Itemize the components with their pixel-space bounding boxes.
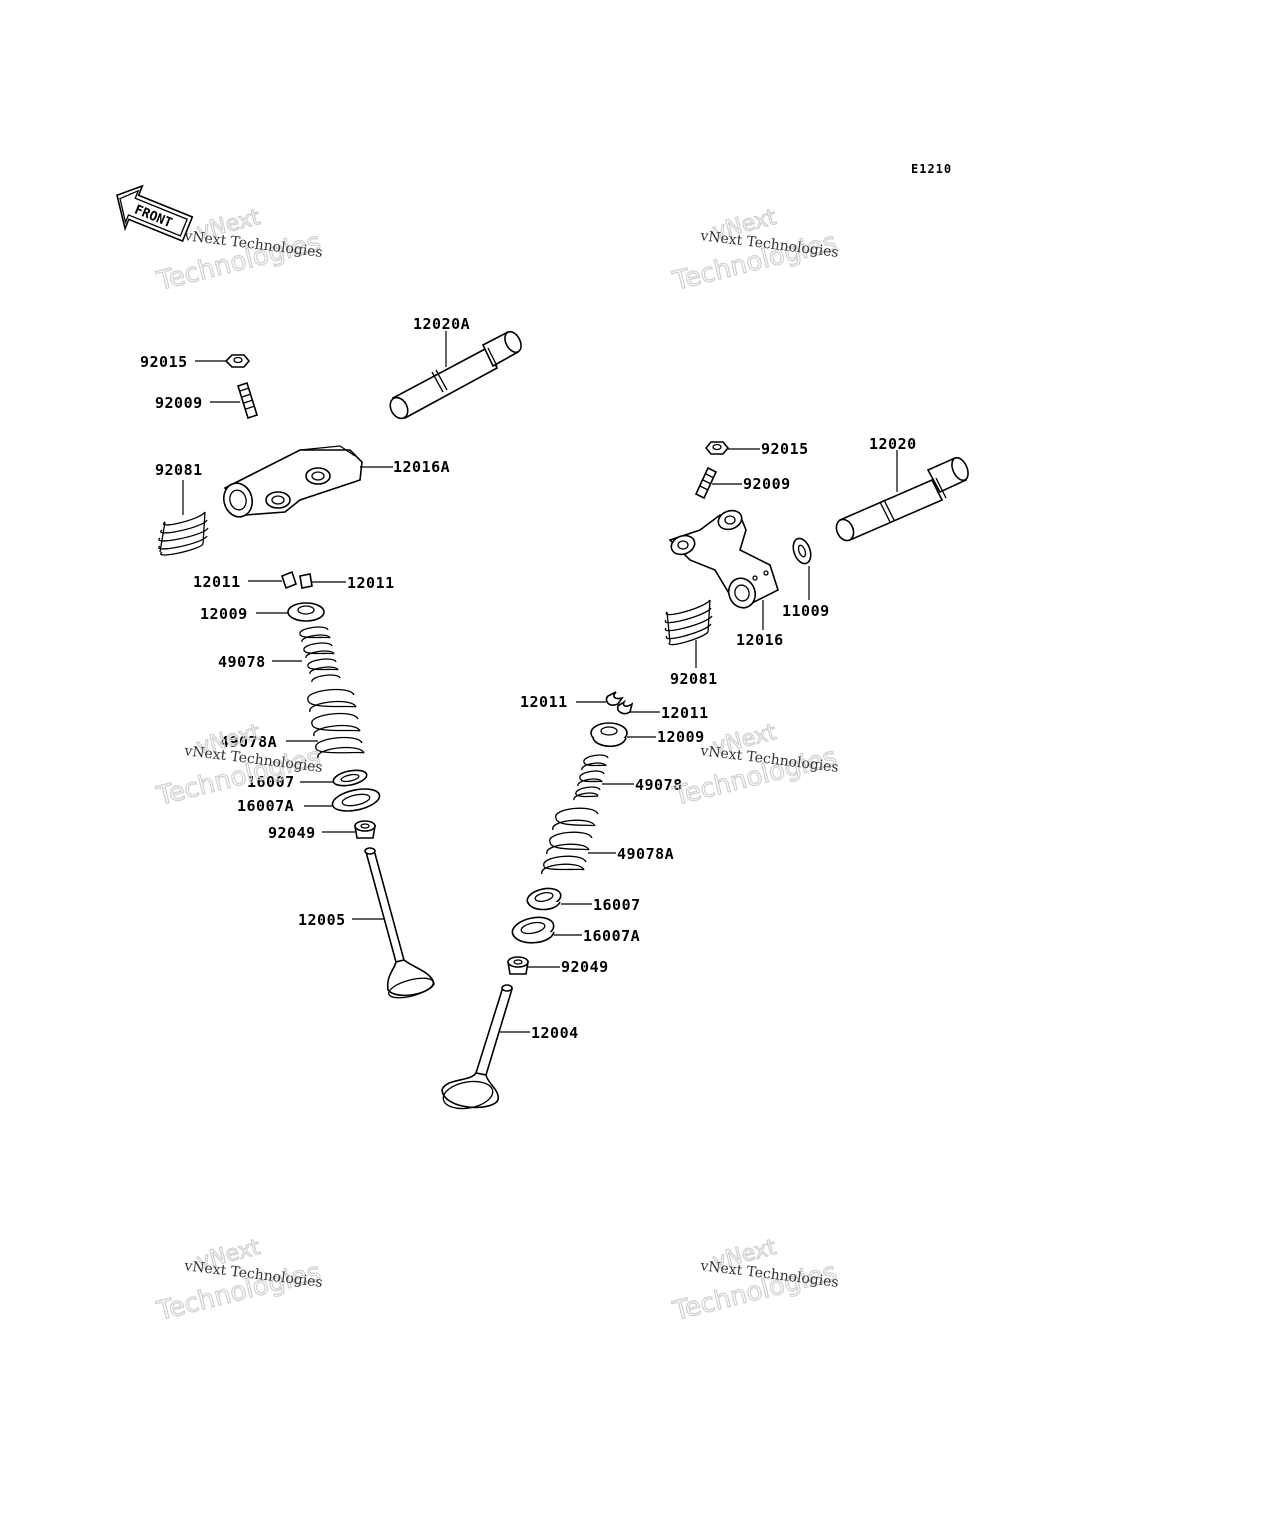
part-16007-spring-seat-left <box>332 769 368 787</box>
part-92049-oil-seal-right <box>507 956 529 975</box>
front-arrow-icon: FRONT <box>116 184 194 243</box>
part-12009-retainer-right <box>590 722 628 748</box>
label-92009-right: 92009 <box>743 475 791 493</box>
label-12020A: 12020A <box>413 315 470 333</box>
part-12016A-rocker-arm <box>222 445 363 518</box>
label-12004: 12004 <box>531 1024 579 1042</box>
part-12004-intake-valve <box>441 984 514 1110</box>
part-92009-adjusting-screw-left <box>237 381 258 420</box>
label-49078A-right: 49078A <box>617 845 674 863</box>
label-12016: 12016 <box>736 631 784 649</box>
label-16007-right: 16007 <box>593 896 641 914</box>
part-16007A-spring-seat-right <box>511 916 555 944</box>
label-92081-left: 92081 <box>155 461 203 479</box>
diagram-code: E1210 <box>911 162 952 176</box>
part-49078-inner-spring-right <box>573 754 609 801</box>
part-92081-spring-left <box>158 511 209 556</box>
label-92081-right: 92081 <box>670 670 718 688</box>
part-92015-nut-right <box>704 441 730 455</box>
label-12011-right-1: 12011 <box>520 693 568 711</box>
part-92081-spring-right <box>664 599 713 646</box>
label-12011-right-2: 12011 <box>661 704 709 722</box>
part-12009-retainer-left <box>287 602 325 622</box>
part-11009-washer <box>792 537 812 565</box>
label-16007A-left: 16007A <box>237 797 294 815</box>
label-16007-left: 16007 <box>247 773 295 791</box>
label-12020: 12020 <box>869 435 917 453</box>
label-49078-left: 49078 <box>218 653 266 671</box>
part-12020A-rocker-shaft <box>389 330 522 420</box>
part-92009-adjusting-screw-right <box>694 466 718 500</box>
label-12005: 12005 <box>298 911 346 929</box>
label-92009-left: 92009 <box>155 394 203 412</box>
label-12009-left: 12009 <box>200 605 248 623</box>
part-92049-oil-seal-left <box>354 820 376 839</box>
part-12016-rocker-arm <box>668 509 779 609</box>
part-12011-keeper-right <box>605 691 634 715</box>
part-12011-keeper-left <box>281 570 313 590</box>
label-12011-left-2: 12011 <box>347 574 395 592</box>
label-49078A-left: 49078A <box>220 733 277 751</box>
part-49078A-outer-spring-left <box>307 688 365 759</box>
label-92049-right: 92049 <box>561 958 609 976</box>
label-12016A: 12016A <box>393 458 450 476</box>
label-11009: 11009 <box>782 602 830 620</box>
part-92015-nut-left <box>224 354 251 368</box>
label-12011-left-1: 12011 <box>193 573 241 591</box>
label-49078-right: 49078 <box>635 776 683 794</box>
part-49078A-outer-spring-right <box>541 807 599 875</box>
label-92015-right: 92015 <box>761 440 809 458</box>
label-92015-left: 92015 <box>140 353 188 371</box>
label-92049-left: 92049 <box>268 824 316 842</box>
part-12005-exhaust-valve <box>364 847 435 999</box>
part-12020-rocker-shaft <box>835 456 969 542</box>
part-16007A-spring-seat-left <box>331 788 381 812</box>
part-49078-inner-spring-left <box>299 626 341 683</box>
label-16007A-right: 16007A <box>583 927 640 945</box>
part-16007-spring-seat-right <box>526 887 562 911</box>
label-12009-right: 12009 <box>657 728 705 746</box>
